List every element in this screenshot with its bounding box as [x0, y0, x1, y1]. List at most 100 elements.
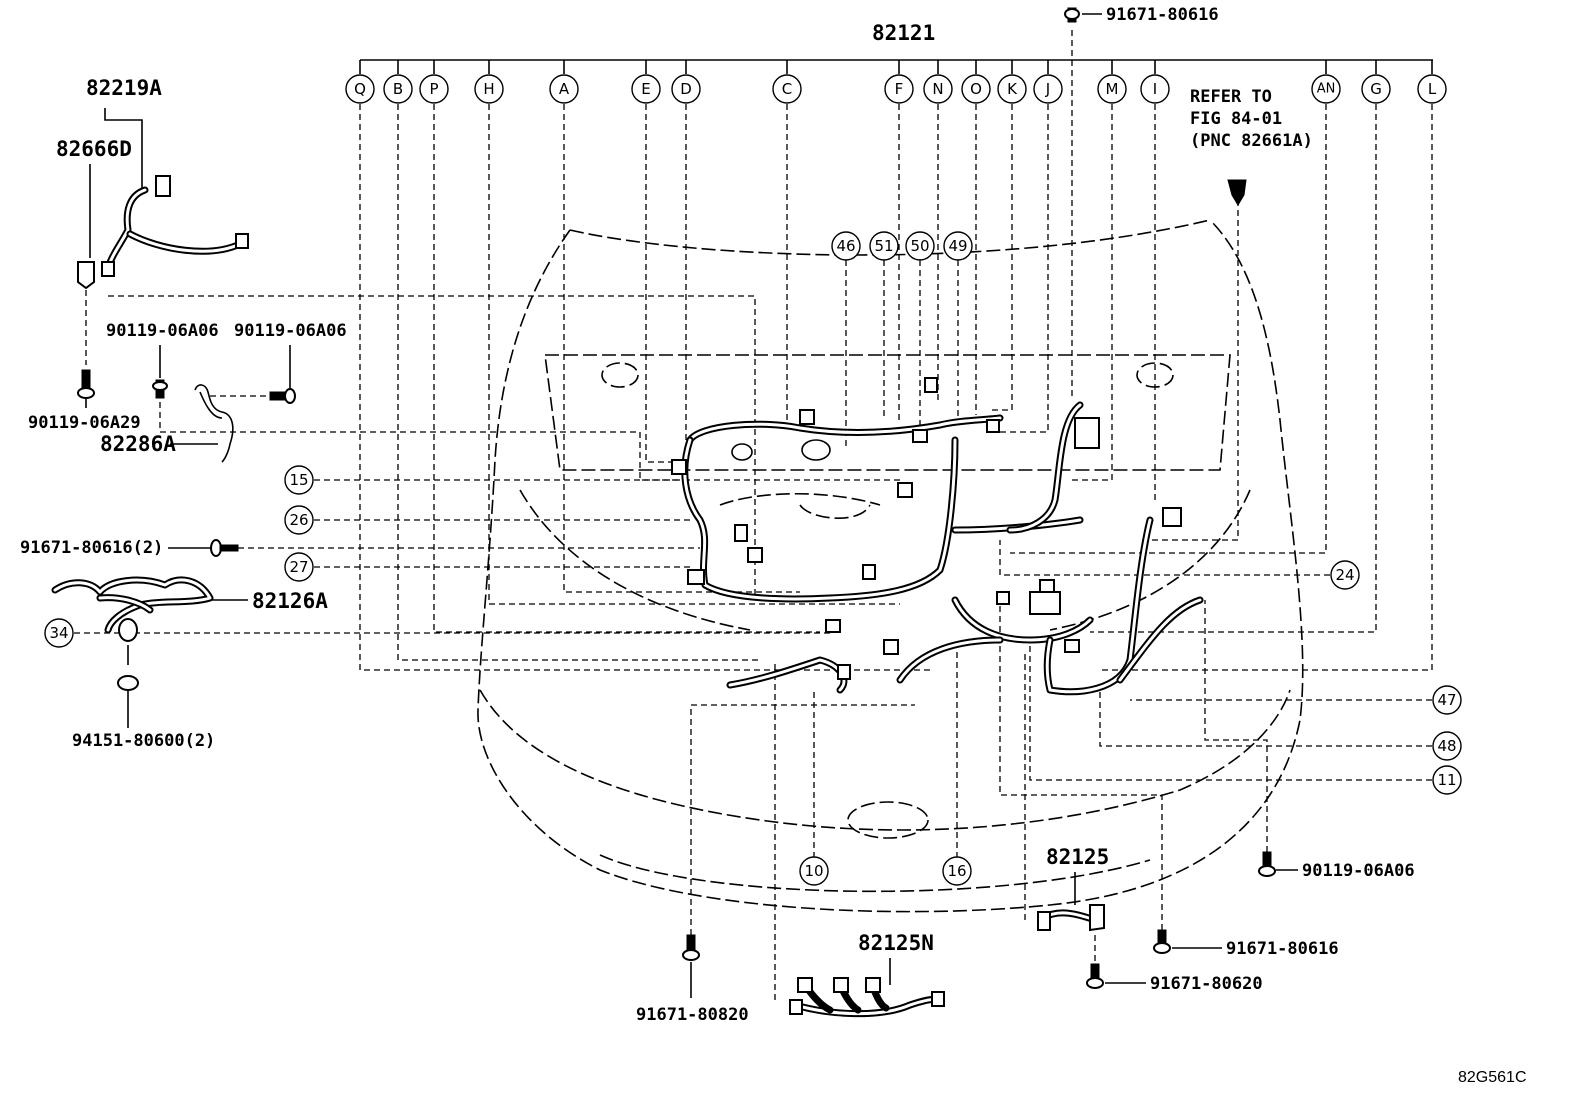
number-callout-label: 48 — [1437, 737, 1456, 755]
part-82219A-group: 82219A 82666D — [56, 76, 249, 365]
letter-callout-j: J — [1033, 74, 1063, 104]
letter-callout-o: O — [961, 74, 991, 104]
letter-callout-label: G — [1370, 80, 1382, 98]
fastener-91671-80616-top-label: 91671-80616 — [1106, 5, 1219, 25]
fastener-91671-80820-label: 91671-80820 — [636, 1005, 749, 1025]
number-callouts: 46 51 50 49 15 26 27 34 24 47 48 11 10 16 — [44, 231, 1462, 886]
number-callout-50: 50 — [905, 231, 935, 261]
part-82125N-label: 82125N — [858, 931, 934, 955]
letter-callout-q: Q — [345, 74, 375, 104]
letter-callout-label: L — [1428, 80, 1437, 98]
number-callout-15: 15 — [284, 465, 314, 495]
number-callout-34: 34 — [44, 618, 74, 648]
letter-callout-label: B — [393, 80, 403, 98]
leader-lines — [74, 30, 1433, 1000]
letter-callout-label: N — [932, 80, 943, 98]
number-callout-24: 24 — [1330, 560, 1360, 590]
part-82125-label: 82125 — [1046, 845, 1109, 869]
bolt-90119-06A06-right: 90119-06A06 — [1258, 851, 1415, 881]
bolt-91671-80820: 91671-80820 — [636, 934, 749, 1025]
figure-code: 82G561C — [1458, 1069, 1527, 1086]
part-82219A-label: 82219A — [86, 76, 162, 100]
number-callout-46: 46 — [831, 231, 861, 261]
letter-callout-label: O — [970, 80, 982, 98]
letter-callout-n: N — [923, 74, 953, 104]
letter-callout-label: AN — [1317, 82, 1336, 97]
letter-callout-l: L — [1417, 74, 1447, 104]
number-callout-label: 26 — [289, 511, 308, 529]
letter-callout-label: K — [1007, 80, 1018, 98]
letter-callout-label: M — [1106, 80, 1119, 98]
bolt-91671-80616-bottom: 91671-80616 — [1153, 929, 1339, 959]
letter-callout-label: P — [429, 80, 438, 98]
number-callout-27: 27 — [284, 552, 314, 582]
fastener-90119-06A06-b-label: 90119-06A06 — [234, 321, 347, 341]
refer-note: REFER TO FIG 84-01 (PNC 82661A) — [1190, 87, 1313, 206]
letter-callout-g: G — [1361, 74, 1391, 104]
bolt-91671-80616-top: 91671-80616 — [1064, 5, 1219, 25]
fastener-91671-80620-label: 91671-80620 — [1150, 974, 1263, 994]
number-callout-label: 34 — [49, 624, 68, 642]
letter-callout-e: E — [631, 74, 661, 104]
number-callout-label: 49 — [948, 237, 967, 255]
harness-82126A: 82126A 94151-80600(2) — [51, 576, 328, 751]
number-callout-label: 51 — [874, 237, 893, 255]
number-callout-11: 11 — [1432, 765, 1462, 795]
vehicle-body-outline — [477, 219, 1304, 913]
fastener-90119-06A06-right-label: 90119-06A06 — [1302, 861, 1415, 881]
bolt-91671-80616-2: 91671-80616(2) — [20, 538, 239, 558]
number-callout-label: 15 — [289, 471, 308, 489]
number-callout-label: 16 — [947, 862, 966, 880]
number-callout-label: 24 — [1335, 566, 1354, 584]
refer-note-line-3: (PNC 82661A) — [1190, 131, 1313, 151]
letter-callout-m: M — [1097, 74, 1127, 104]
letter-callout-label: C — [782, 80, 792, 98]
letter-callout-label: H — [483, 80, 494, 98]
letter-callout-c: C — [772, 74, 802, 104]
letter-callout-k: K — [997, 74, 1027, 104]
number-callout-26: 26 — [284, 505, 314, 535]
number-callout-10: 10 — [799, 856, 829, 886]
letter-callouts: Q B P H A E D C F N O K J M I AN G L — [345, 74, 1447, 104]
number-callout-label: 47 — [1437, 691, 1456, 709]
letter-callout-i: I — [1140, 74, 1170, 104]
letter-callout-a: A — [549, 74, 579, 104]
harness-82125N: 82125N — [789, 931, 945, 1018]
bracket-82125: 82125 — [1037, 845, 1109, 932]
letter-callout-label: J — [1045, 80, 1050, 98]
letter-callout-label: Q — [354, 80, 366, 98]
letter-callout-label: F — [895, 80, 904, 98]
fastener-91671-80616-2-label: 91671-80616(2) — [20, 538, 163, 558]
bolt-90119-06A29: 90119-06A29 — [28, 369, 141, 433]
number-callout-label: 11 — [1437, 771, 1456, 789]
part-82666D-label: 82666D — [56, 137, 132, 161]
letter-callout-an: AN — [1311, 74, 1341, 104]
number-callout-16: 16 — [942, 856, 972, 886]
number-callout-48: 48 — [1432, 731, 1462, 761]
letter-callout-b: B — [383, 74, 413, 104]
main-part-label: 82121 — [872, 21, 935, 45]
number-callout-label: 50 — [910, 237, 929, 255]
letter-callout-label: E — [641, 80, 650, 98]
number-callout-label: 46 — [836, 237, 855, 255]
letter-callout-f: F — [884, 74, 914, 104]
part-82286A-label: 82286A — [100, 432, 176, 456]
main-harness-bracket: 82121 — [359, 21, 1433, 74]
bolt-91671-80620: 91671-80620 — [1086, 935, 1263, 994]
engine-harness — [671, 377, 1204, 696]
number-callout-label: 10 — [804, 862, 823, 880]
letter-callout-label: I — [1153, 80, 1157, 98]
letter-callout-h: H — [474, 74, 504, 104]
fastener-90119-06A29-label: 90119-06A29 — [28, 413, 141, 433]
letter-callout-label: A — [559, 80, 570, 98]
number-callout-label: 27 — [289, 558, 308, 576]
fastener-90119-06A06-a-label: 90119-06A06 — [106, 321, 219, 341]
number-callout-49: 49 — [943, 231, 973, 261]
refer-note-line-2: FIG 84-01 — [1190, 109, 1282, 129]
number-callout-51: 51 — [869, 231, 899, 261]
part-82126A-label: 82126A — [252, 589, 328, 613]
fastener-91671-80616-bottom-label: 91671-80616 — [1226, 939, 1339, 959]
letter-callout-p: P — [419, 74, 449, 104]
letter-callout-label: D — [680, 80, 692, 98]
